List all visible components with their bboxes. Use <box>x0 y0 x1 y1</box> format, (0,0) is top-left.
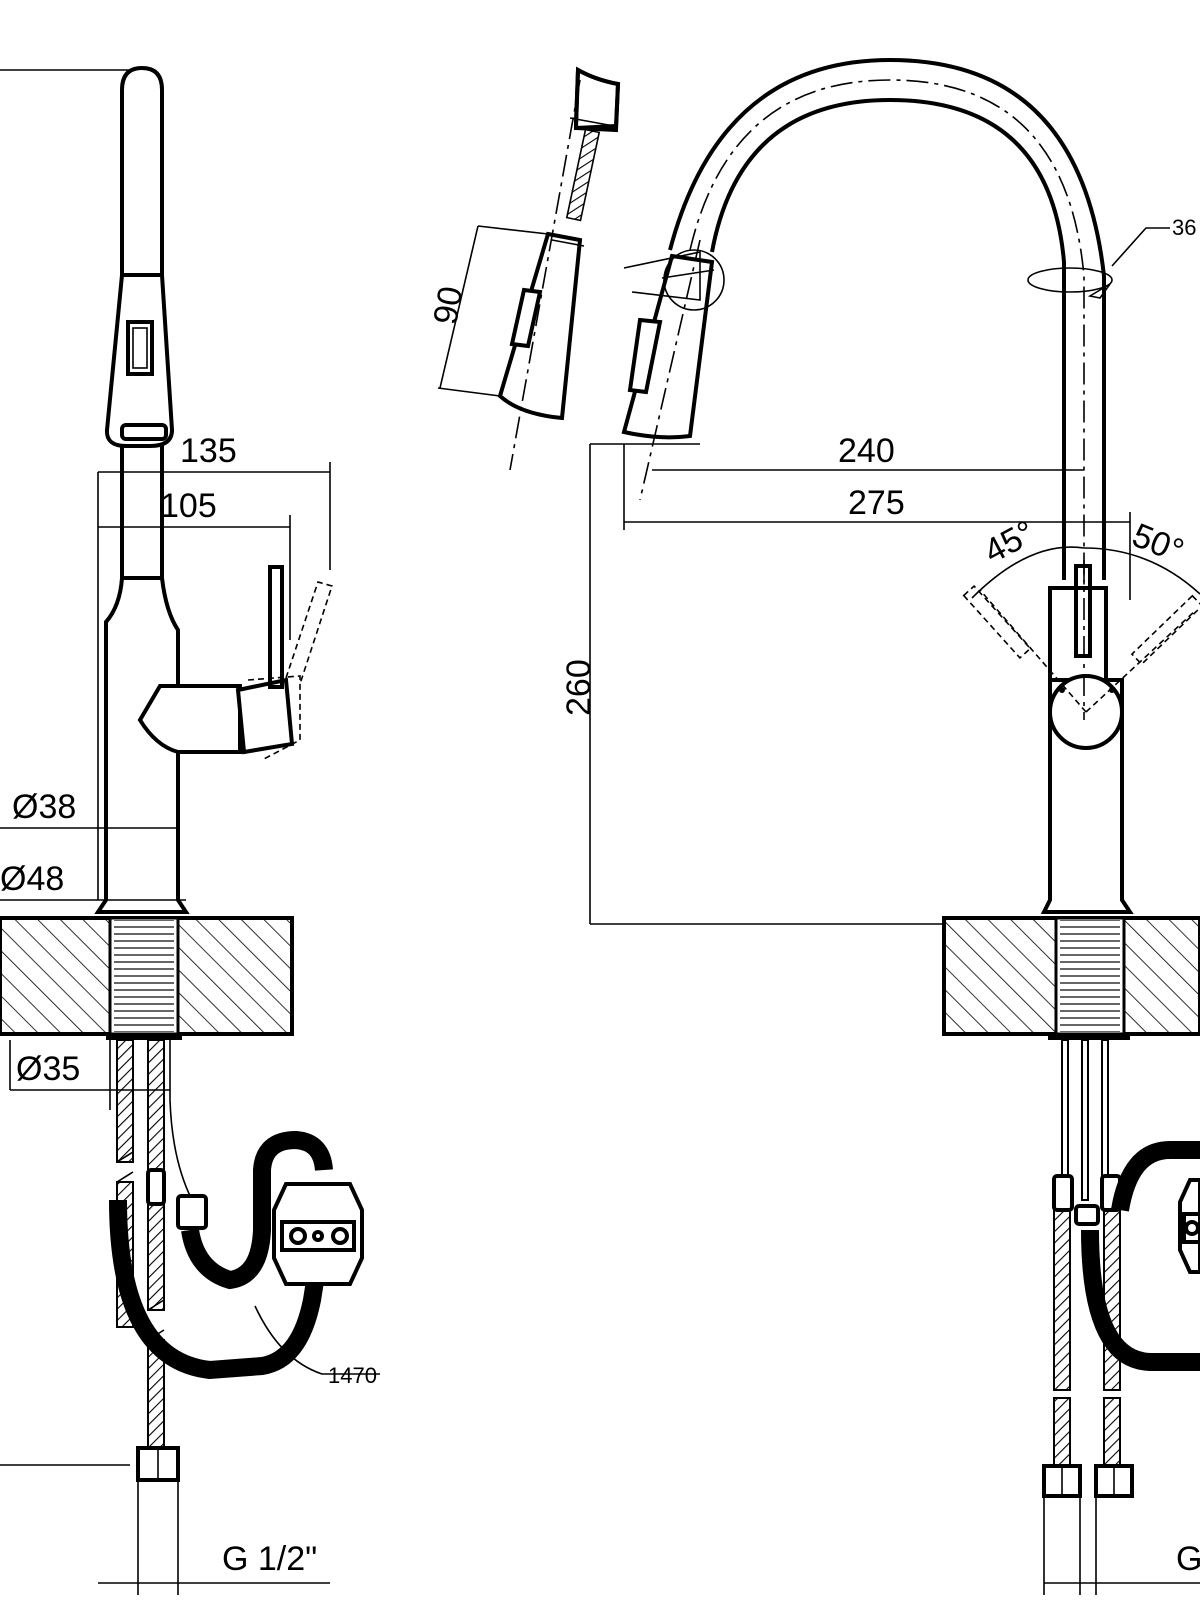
angle-50-label: 50° <box>1127 516 1189 570</box>
threaded-shank <box>114 920 174 1032</box>
side-view: 135 105 Ø38 Ø48 Ø35 1470 G 1/2" <box>0 65 380 1595</box>
lever-stick <box>268 565 284 689</box>
spray-outlet <box>120 423 168 441</box>
dim-38-label: Ø38 <box>12 788 76 826</box>
pullout-hose-inner <box>169 1040 193 1201</box>
hose-length-label: 1470 <box>328 1363 377 1388</box>
front-lever <box>1074 564 1092 658</box>
thread-size-label-right: G <box>1176 1540 1200 1578</box>
spout-tube <box>120 65 164 277</box>
spray-head <box>104 273 175 448</box>
dim-135-label: 135 <box>180 432 237 470</box>
lever-housing <box>137 684 242 754</box>
hose-counterweight <box>272 1182 364 1286</box>
gooseneck-spout <box>668 57 1106 580</box>
dim-35-label: Ø35 <box>16 1050 80 1088</box>
dim-48-label: Ø48 <box>0 860 64 898</box>
dim-260-label: 260 <box>560 659 598 716</box>
handle <box>235 677 295 755</box>
spray-head-button <box>126 320 154 376</box>
front-supply-hoses <box>1042 1039 1200 1498</box>
thread-size-label-left: G 1/2" <box>222 1540 317 1578</box>
dim-105-label: 105 <box>160 487 217 525</box>
swivel-indicator <box>1027 267 1113 293</box>
dim-90-label: 90 <box>426 284 470 328</box>
dim-240-label: 240 <box>838 432 895 470</box>
front-view: 36 <box>560 57 1200 1595</box>
spray-head-detail: 90 <box>426 66 621 471</box>
swivel-angle-label: 36 <box>1172 215 1196 240</box>
dim-275-label: 275 <box>848 484 905 522</box>
